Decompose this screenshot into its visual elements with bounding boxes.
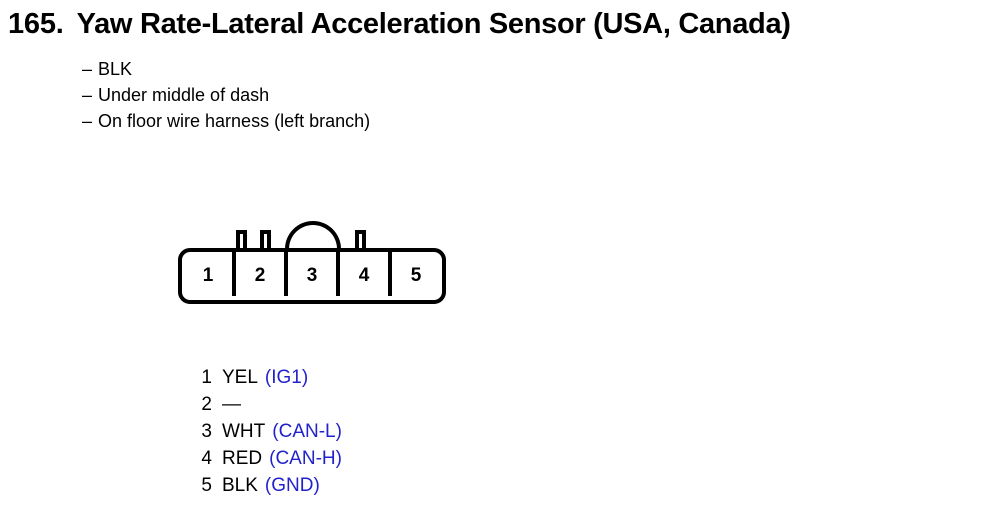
connector-pin-number: 2 xyxy=(254,265,266,286)
connector-pin-cell: 1 xyxy=(182,252,234,300)
note-dash-icon: – xyxy=(82,85,93,105)
connector-diagram: 1 2 3 4 5 xyxy=(178,221,446,304)
connector-pin-cell: 3 xyxy=(284,248,338,300)
pin-legend-number: 5 xyxy=(201,475,212,496)
connector-pin-number: 3 xyxy=(306,265,318,286)
pin-legend-number: 1 xyxy=(201,367,212,388)
pin-legend-wire-color: YEL xyxy=(222,367,258,388)
connector-pin-number: 1 xyxy=(202,265,214,286)
latch-tab-icon xyxy=(260,230,271,250)
pin-legend-wire-color: RED xyxy=(222,448,263,469)
note-dash-icon: – xyxy=(82,59,93,79)
note-item: –Under middle of dash xyxy=(82,82,370,108)
connector-latch-tabs xyxy=(178,221,446,250)
pin-legend-signal: (GND) xyxy=(264,475,320,496)
page-title-text: Yaw Rate-Lateral Acceleration Sensor (US… xyxy=(76,8,791,40)
connector-pin-number: 4 xyxy=(358,265,370,286)
pin-legend-row: 2 — xyxy=(198,391,342,418)
latch-tab-icon xyxy=(236,230,247,250)
latch-tab-icon xyxy=(355,230,366,250)
note-item-label: BLK xyxy=(98,59,133,79)
connector-body: 1 2 3 4 5 xyxy=(178,248,446,304)
pin-legend-wire-color: WHT xyxy=(222,421,266,442)
pin-legend-row: 5 BLK (GND) xyxy=(198,472,342,499)
note-item: –On floor wire harness (left branch) xyxy=(82,108,370,134)
connector-pin-number: 5 xyxy=(410,265,422,286)
pin-legend-signal: (CAN-H) xyxy=(269,448,342,469)
pin-legend-row: 1 YEL (IG1) xyxy=(198,364,342,391)
pin-legend-row: 3 WHT (CAN-L) xyxy=(198,418,342,445)
pin-legend-wire-color: — xyxy=(222,394,241,415)
pin-legend-signal: (IG1) xyxy=(264,367,309,388)
pin-legend-number: 3 xyxy=(201,421,212,442)
note-dash-icon: – xyxy=(82,111,93,131)
connector-pin-cell: 5 xyxy=(388,248,442,300)
connector-pin-cell: 4 xyxy=(336,248,390,300)
page-title-number: 165. xyxy=(8,8,64,40)
note-item: –BLK xyxy=(82,56,370,82)
note-item-label: On floor wire harness (left branch) xyxy=(98,111,371,131)
pin-legend-number: 2 xyxy=(201,394,212,415)
connector-pin-cell: 2 xyxy=(232,248,286,300)
pin-legend-signal: (CAN-L) xyxy=(272,421,342,442)
note-list: –BLK –Under middle of dash –On floor wir… xyxy=(82,56,370,134)
note-item-label: Under middle of dash xyxy=(98,85,270,105)
pin-legend-row: 4 RED (CAN-H) xyxy=(198,445,342,472)
pin-legend: 1 YEL (IG1) 2 — 3 WHT (CAN-L) 4 RED (CAN… xyxy=(198,364,342,499)
page-title: 165. Yaw Rate-Lateral Acceleration Senso… xyxy=(8,8,986,41)
pin-legend-wire-color: BLK xyxy=(222,475,258,496)
connector-dome-icon xyxy=(285,221,341,250)
pin-legend-number: 4 xyxy=(201,448,212,469)
